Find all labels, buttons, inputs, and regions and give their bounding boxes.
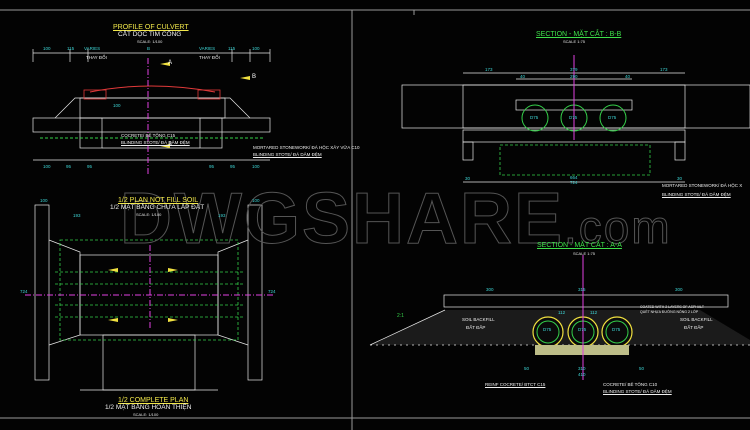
profile-dim-bottom-3: 95 <box>87 164 93 169</box>
section-aa-soil-left-vi: ĐẤT ĐẮP <box>466 325 486 330</box>
plan-dim-193-right: 193 <box>218 213 226 218</box>
section-mark-a-bottom: A <box>168 142 173 148</box>
section-aa-dim-112-right: 112 <box>590 310 598 315</box>
section-bb-pipe-1: D75 <box>530 115 539 120</box>
section-bb-dim-173-left: 173 <box>485 67 493 72</box>
section-aa-pipe-1: D75 <box>543 327 552 332</box>
profile-note-blinding-2: BLINDING STOTE/ ĐÁ DĂM ĐỆM <box>253 152 322 157</box>
section-mark-b: B <box>252 74 257 80</box>
profile-note-mortared: MORTARED STONEWORK/ ĐÁ HỘC XÂY VỮA C10 <box>253 145 360 150</box>
section-aa-coating-en: COATED WITH 2 LAYERS OF ASPHALT <box>640 305 704 309</box>
section-bb-pipe-2: D75 <box>569 115 578 120</box>
section-bb-dim-30-left: 30 <box>465 176 471 181</box>
section-aa-dim-112-left: 112 <box>558 310 566 315</box>
section-aa-dim-300-left: 300 <box>486 287 494 292</box>
section-bb-dim-40-right: 40 <box>625 74 631 79</box>
profile-title: PROFILE OF CULVERT <box>113 24 189 31</box>
plan-bottom-title: 1/2 COMPLETE PLAN <box>118 397 189 404</box>
profile-varies-note-left: THAY ĐỔI <box>86 55 107 60</box>
profile-dim-bottom-6: 100 <box>252 164 260 169</box>
profile-note-concrete: COCRETE/ BÊ TÔNG C15 <box>121 133 176 138</box>
section-aa-dim-50-left: 50 <box>524 366 530 371</box>
section-bb-dim-664: 664 <box>570 175 578 180</box>
section-mark-a-top: A <box>168 60 173 66</box>
section-bb-note-blinding: BLINDING STOTE/ ĐÁ DĂM ĐỆM <box>662 192 731 197</box>
profile-scale: SCALE: 1/100 <box>137 39 163 44</box>
section-aa-scale: SCALE 1:75 <box>573 251 596 256</box>
profile-dim-115-left: 115 <box>67 46 75 51</box>
section-aa-title: SECTION - MẶT CẮT : A-A <box>537 242 622 249</box>
section-bb-dim-40-left: 40 <box>520 74 526 79</box>
plan-dim-100-right: 100 <box>252 198 260 203</box>
plan-dim-724-right: 724 <box>268 289 276 294</box>
section-aa-note-blinding: BLINDING STOTE/ ĐÁ DĂM ĐỆM <box>603 389 672 394</box>
section-aa-soil-right-en: SOIL BACKFILL <box>680 317 713 322</box>
profile-inner-dim: 100 <box>113 103 121 108</box>
section-aa-drawing <box>369 255 750 380</box>
section-bb-dim-173-right: 173 <box>660 67 668 72</box>
section-bb-pipe-3: D75 <box>608 115 617 120</box>
profile-drawing <box>32 49 271 175</box>
section-bb-drawing <box>401 55 750 183</box>
plan-top-subtitle: 1/2 MẶT BẰNG CHƯA LẤP ĐẤT <box>110 204 205 211</box>
section-bb-scale: SCALE 1:75 <box>563 39 586 44</box>
profile-dim-bottom-4: 95 <box>209 164 215 169</box>
profile-dim-100-right: 100 <box>252 46 260 51</box>
profile-subtitle: CẮT DỌC TIM CỐNG <box>118 31 182 38</box>
plan-dim-724-left: 724 <box>20 289 28 294</box>
section-aa-note-reinf: REINF COCRETE/ BTCT C15 <box>485 382 546 387</box>
profile-dim-bottom-5: 95 <box>230 164 236 169</box>
profile-dim-bottom-1: 100 <box>43 164 51 169</box>
profile-dim-bottom-2: 95 <box>66 164 72 169</box>
section-bb-dim-290: 290 <box>570 74 578 79</box>
section-aa-soil-right-vi: ĐẤT ĐẮP <box>684 325 704 330</box>
section-aa-dim-410: 410 <box>578 372 586 377</box>
profile-varies-note-right: THAY ĐỔI <box>199 55 220 60</box>
section-aa-pipe-2: D75 <box>578 327 587 332</box>
section-aa-dim-300-right: 300 <box>675 287 683 292</box>
plan-bottom-subtitle: 1/2 MẶT BẰNG HOÀN THIỆN <box>105 404 192 411</box>
profile-dim-115-right: 115 <box>228 46 236 51</box>
plan-dim-193-left: 193 <box>73 213 81 218</box>
section-aa-dim-315: 315 <box>578 287 586 292</box>
watermark: DWGSHARE.com <box>120 179 672 260</box>
section-bb-dim-379: 379 <box>570 67 578 72</box>
profile-note-blinding: BLINDING STOTE/ ĐÁ DĂM ĐỆM <box>121 140 190 145</box>
profile-dim-varies-left: VARIES <box>84 46 101 51</box>
section-aa-slope: 2:1 <box>397 313 404 319</box>
section-aa-coating-vi: QUÉT NHỰA ĐƯỜNG NÓNG 2 LỚP <box>640 310 699 314</box>
section-bb-title: SECTION - MẶT CẮT : B-B <box>536 31 622 38</box>
section-aa-soil-left-en: SOIL BACKFILL <box>462 317 495 322</box>
profile-dim-varies-right: VARIES <box>199 46 216 51</box>
profile-dim-b: B <box>147 46 151 51</box>
plan-bottom-scale: SCALE: 1/100 <box>133 412 159 417</box>
section-aa-pipe-3: D75 <box>612 327 621 332</box>
plan-top-scale: SCALE: 1/100 <box>136 212 162 217</box>
plan-drawing <box>25 204 275 391</box>
plan-dim-100-left: 100 <box>40 198 48 203</box>
section-aa-dim-310: 310 <box>578 366 586 371</box>
section-bb-dim-724: 724 <box>570 180 578 185</box>
profile-dim-100-left: 100 <box>43 46 51 51</box>
section-bb-note-mortared: MORTARED STONEWORK/ ĐÁ HỘC X <box>662 183 743 188</box>
section-aa-note-concrete: COCRETE/ BÊ TÔNG C10 <box>603 382 658 387</box>
section-aa-dim-50-right: 50 <box>639 366 645 371</box>
section-bb-dim-30-right: 30 <box>677 176 683 181</box>
plan-top-title: 1/2 PLAN NOT FILL SOIL <box>118 197 199 204</box>
